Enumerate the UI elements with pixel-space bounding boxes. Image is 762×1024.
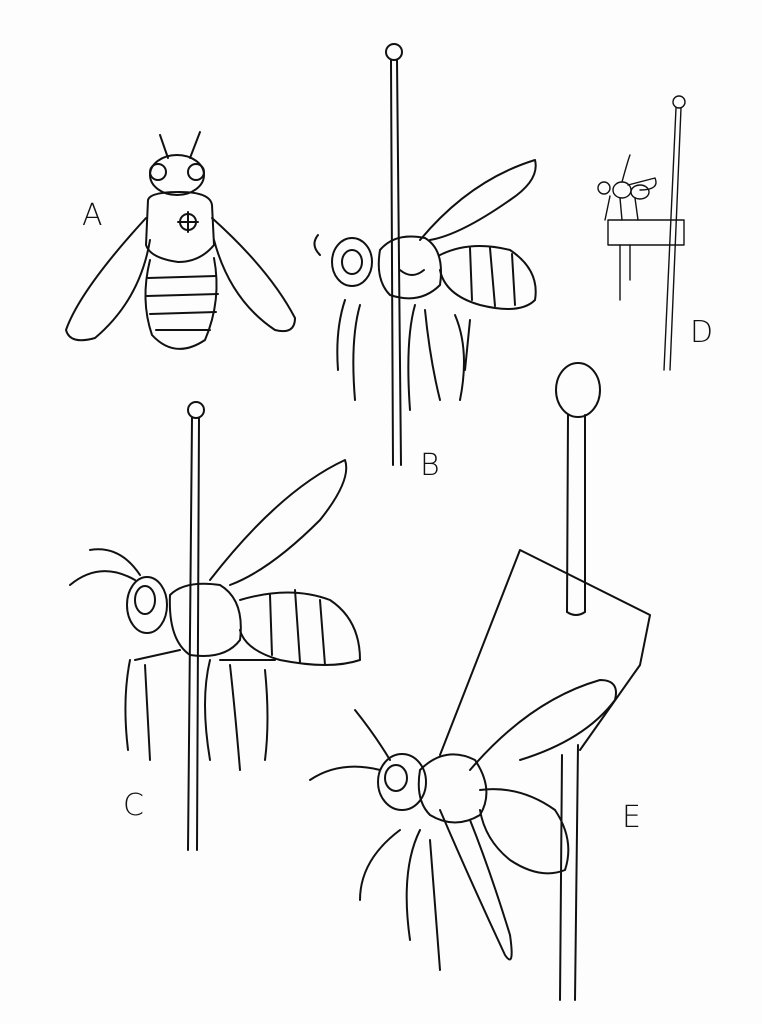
figure-label-a: A xyxy=(82,198,103,233)
bee-d-on-card-pinned xyxy=(597,95,686,371)
figure-label-b: B xyxy=(420,448,440,483)
figure-label-d: D xyxy=(690,315,714,350)
bee-e-large-pinned-on-card xyxy=(309,362,651,1001)
figure-label-c: C xyxy=(123,788,144,823)
figure-label-e: E xyxy=(622,800,641,835)
bee-c-side-view-pinned xyxy=(69,401,361,851)
bee-a-dorsal-view xyxy=(65,131,296,350)
bee-b-side-view-pinned xyxy=(313,43,537,466)
